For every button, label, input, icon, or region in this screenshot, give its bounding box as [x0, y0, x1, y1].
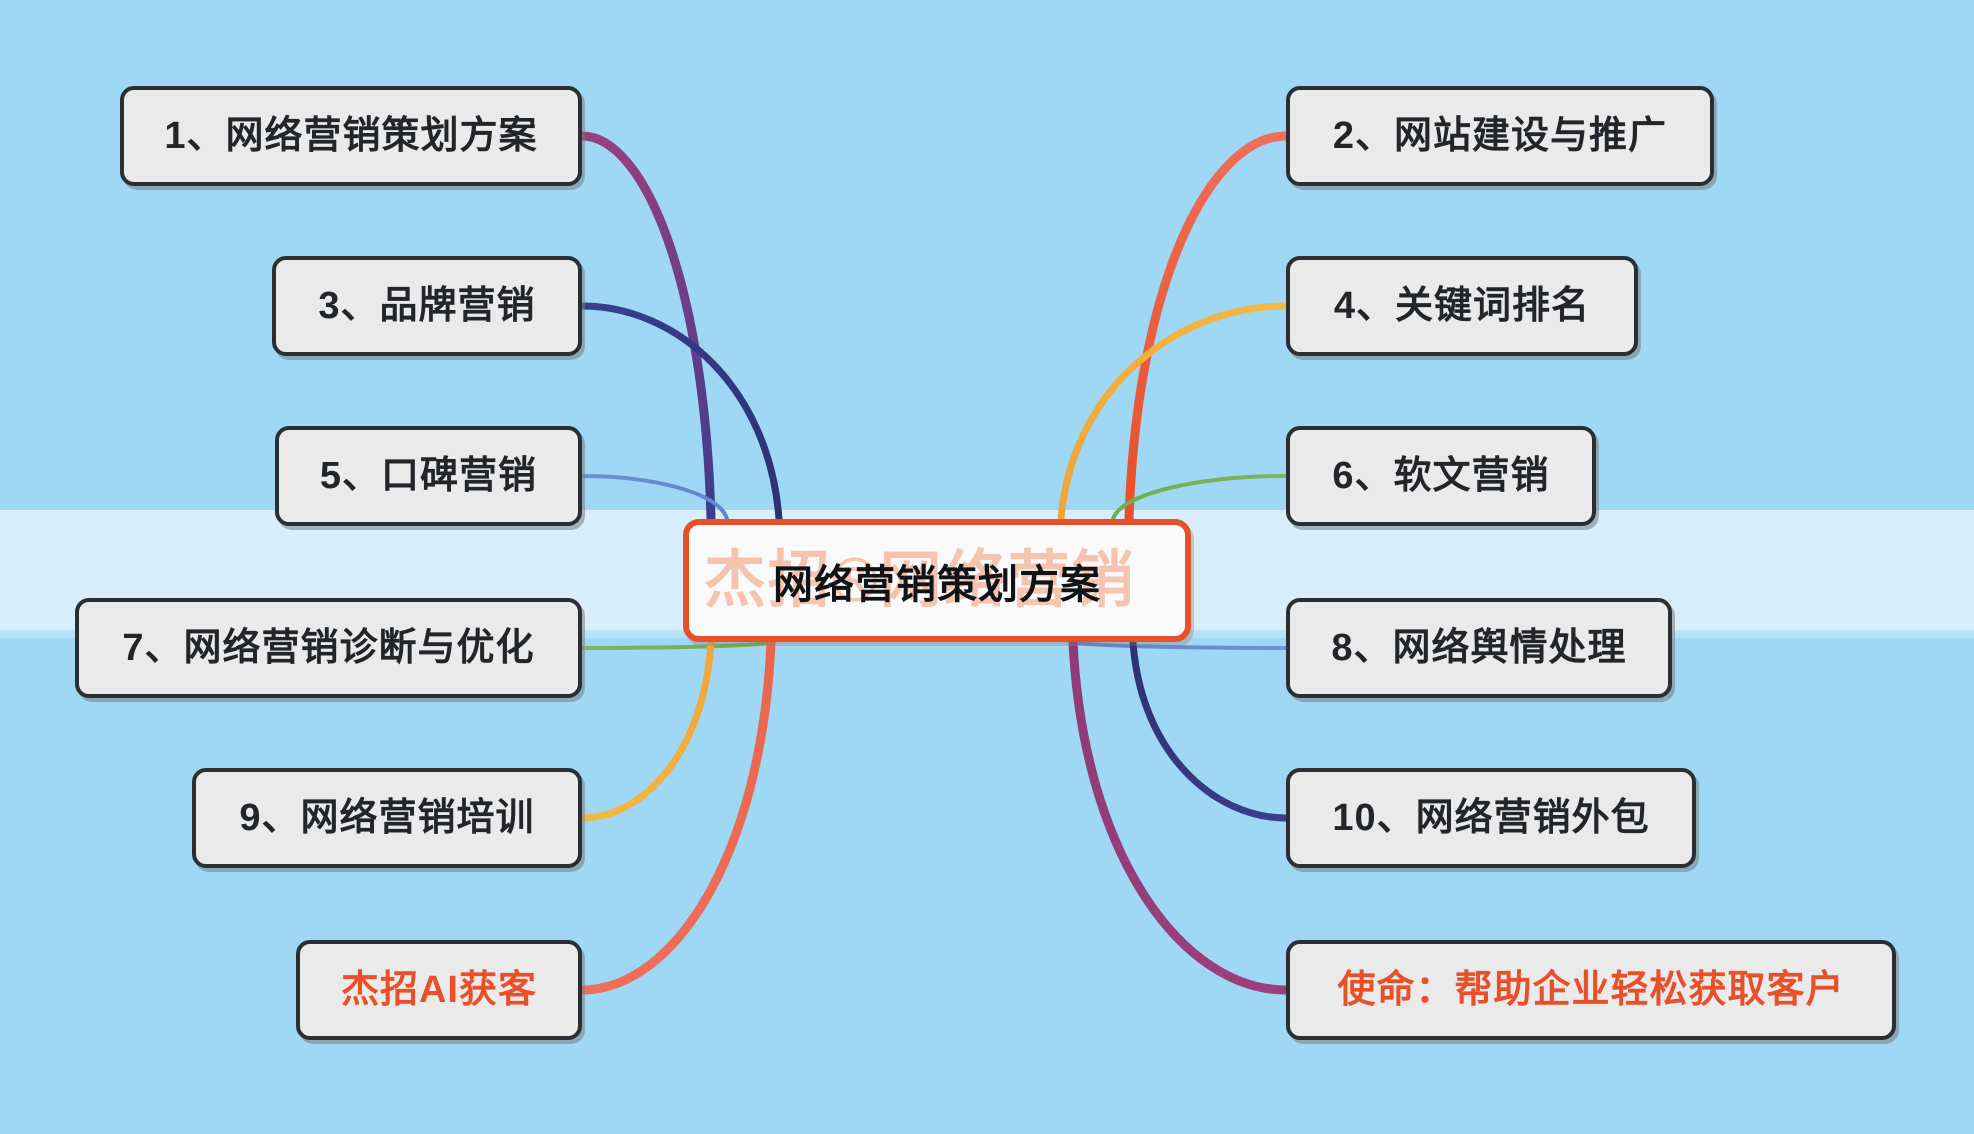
branch-node-11[interactable]: 杰招AI获客	[296, 940, 582, 1040]
branch-node-label: 7、网络营销诊断与优化	[122, 627, 535, 669]
branch-node-label: 9、网络营销培训	[239, 797, 535, 839]
connector-7	[580, 640, 773, 650]
branch-node-3[interactable]: 3、品牌营销	[272, 256, 582, 356]
branch-node-12[interactable]: 使命：帮助企业轻松获取客户	[1286, 940, 1896, 1040]
branch-node-8[interactable]: 8、网络舆情处理	[1286, 598, 1672, 698]
branch-node-label: 1、网络营销策划方案	[164, 115, 538, 157]
branch-node-10[interactable]: 10、网络营销外包	[1286, 768, 1696, 868]
center-node[interactable]: 杰招®网络营销 网络营销策划方案	[683, 519, 1191, 642]
branch-node-9[interactable]: 9、网络营销培训	[192, 768, 582, 868]
branch-node-6[interactable]: 6、软文营销	[1286, 426, 1596, 526]
branch-node-label: 6、软文营销	[1332, 455, 1550, 497]
connector-12	[1068, 637, 1291, 995]
branch-node-label: 8、网络舆情处理	[1331, 627, 1627, 669]
connector-11	[577, 637, 776, 995]
connector-1	[577, 131, 716, 524]
branch-node-1[interactable]: 1、网络营销策划方案	[120, 86, 582, 186]
branch-node-label: 10、网络营销外包	[1332, 797, 1650, 839]
branch-node-label: 2、网站建设与推广	[1332, 115, 1668, 157]
connector-6	[1111, 474, 1288, 521]
connector-4	[1057, 302, 1290, 523]
branch-node-label: 3、品牌营销	[318, 285, 536, 327]
connector-8	[1071, 640, 1288, 650]
connector-3	[578, 302, 783, 523]
branch-node-label: 杰招AI获客	[340, 969, 537, 1011]
branch-node-label: 4、关键词排名	[1333, 285, 1591, 327]
branch-node-4[interactable]: 4、关键词排名	[1286, 256, 1638, 356]
connector-9	[578, 638, 715, 822]
branch-node-label: 5、口碑营销	[319, 455, 538, 497]
connector-2	[1124, 131, 1291, 524]
branch-node-5[interactable]: 5、口碑营销	[275, 426, 582, 526]
connector-10	[1129, 638, 1290, 822]
branch-node-2[interactable]: 2、网站建设与推广	[1286, 86, 1714, 186]
center-node-label: 网络营销策划方案	[773, 562, 1101, 607]
connector-5	[580, 474, 729, 521]
branch-node-7[interactable]: 7、网络营销诊断与优化	[75, 598, 582, 698]
branch-node-label: 使命：帮助企业轻松获取客户	[1337, 969, 1845, 1011]
